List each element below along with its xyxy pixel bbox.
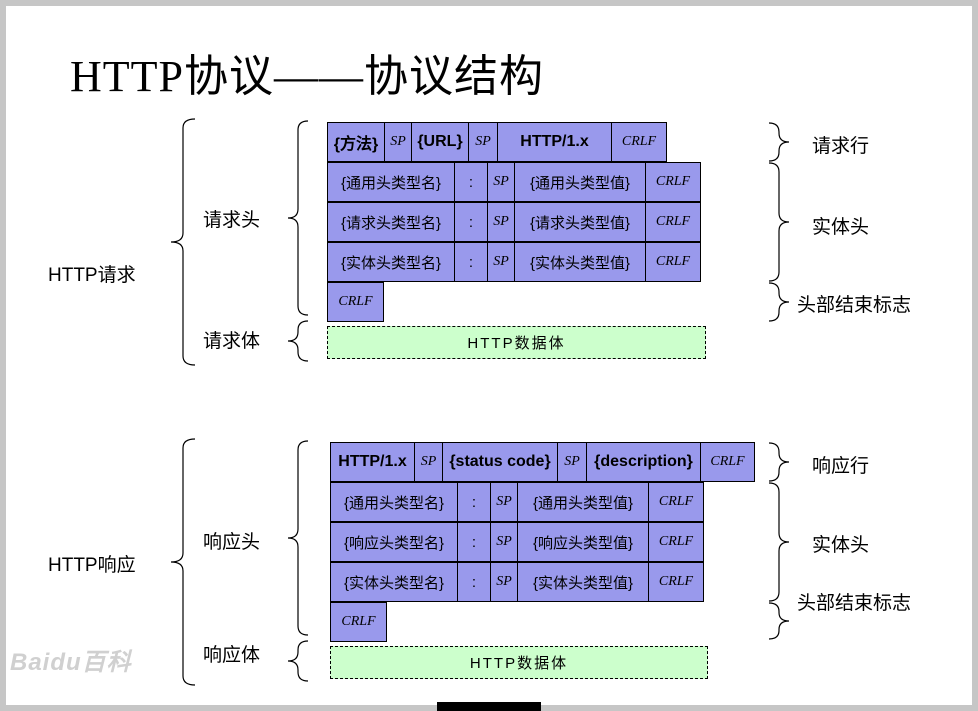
sp-cell: SP	[384, 122, 412, 162]
http-version-cell: HTTP/1.x	[497, 122, 612, 162]
colon-cell: :	[457, 522, 491, 562]
response-status-line-row: HTTP/1.x SP {status code} SP {descriptio…	[330, 442, 755, 482]
header-name-cell: {响应头类型名}	[330, 522, 458, 562]
sp-cell: SP	[468, 122, 498, 162]
header-value-cell: {请求头类型值}	[514, 202, 646, 242]
header-name-cell: {实体头类型名}	[330, 562, 458, 602]
colon-cell: :	[454, 162, 488, 202]
bottom-bar	[437, 702, 541, 711]
label-request-header-end: 头部结束标志	[797, 295, 912, 316]
label-response-header: 响应头	[203, 532, 261, 553]
brace-path	[287, 120, 309, 316]
crlf-cell: CRLF	[330, 602, 387, 642]
response-header-end-row: CRLF	[330, 602, 387, 642]
request-header-end-brace-icon	[768, 282, 790, 322]
header-name-cell: {通用头类型名}	[330, 482, 458, 522]
label-response-entity-header: 实体头	[812, 535, 870, 556]
brace-path	[768, 442, 790, 482]
crlf-cell: CRLF	[648, 562, 704, 602]
label-http-response: HTTP响应	[48, 555, 136, 576]
header-value-cell: {实体头类型值}	[517, 562, 649, 602]
url-cell: {URL}	[411, 122, 469, 162]
brace-path	[768, 282, 790, 322]
header-name-cell: {请求头类型名}	[327, 202, 455, 242]
brace-path	[768, 162, 790, 282]
sp-cell: SP	[414, 442, 443, 482]
sp-cell: SP	[487, 202, 515, 242]
response-entity-header-row: {实体头类型名} : SP {实体头类型值} CRLF	[330, 562, 704, 602]
label-request-header: 请求头	[203, 210, 261, 231]
header-value-cell: {响应头类型值}	[517, 522, 649, 562]
brace-path	[170, 118, 196, 366]
method-cell: {方法}	[327, 122, 385, 162]
label-http-request: HTTP请求	[48, 265, 136, 286]
colon-cell: :	[457, 482, 491, 522]
response-entity-brace-icon	[768, 482, 790, 602]
crlf-cell: CRLF	[700, 442, 755, 482]
request-entity-header-row: {实体头类型名} : SP {实体头类型值} CRLF	[327, 242, 701, 282]
brace-path	[768, 602, 790, 640]
status-code-cell: {status code}	[442, 442, 558, 482]
sp-cell: SP	[490, 562, 518, 602]
crlf-cell: CRLF	[648, 482, 704, 522]
brace-path	[170, 438, 196, 686]
header-name-cell: {实体头类型名}	[327, 242, 455, 282]
response-body-brace-icon	[287, 640, 309, 682]
page-title: HTTP协议——协议结构	[70, 52, 544, 101]
response-header-end-brace-icon	[768, 602, 790, 640]
brace-path	[768, 482, 790, 602]
request-group-brace-icon	[170, 118, 196, 366]
request-header-brace-icon	[287, 120, 309, 316]
brace-path	[287, 440, 309, 636]
header-value-cell: {实体头类型值}	[514, 242, 646, 282]
brace-path	[287, 640, 309, 682]
description-cell: {description}	[586, 442, 701, 482]
sp-cell: SP	[487, 162, 515, 202]
colon-cell: :	[454, 242, 488, 282]
crlf-cell: CRLF	[648, 522, 704, 562]
brace-path	[768, 122, 790, 162]
header-value-cell: {通用头类型值}	[514, 162, 646, 202]
brace-path	[287, 320, 309, 362]
response-data-body: HTTP数据体	[330, 646, 708, 679]
label-response-header-end: 头部结束标志	[797, 593, 912, 614]
label-request-entity-header: 实体头	[812, 217, 870, 238]
sp-cell: SP	[490, 482, 518, 522]
response-general-header-row: {通用头类型名} : SP {通用头类型值} CRLF	[330, 482, 704, 522]
label-request-line: 请求行	[812, 136, 870, 157]
request-header-end-row: CRLF	[327, 282, 384, 322]
request-data-body: HTTP数据体	[327, 326, 706, 359]
request-entity-brace-icon	[768, 162, 790, 282]
response-line-brace-icon	[768, 442, 790, 482]
sp-cell: SP	[490, 522, 518, 562]
response-group-brace-icon	[170, 438, 196, 686]
crlf-cell: CRLF	[645, 162, 701, 202]
sp-cell: SP	[557, 442, 587, 482]
response-response-header-row: {响应头类型名} : SP {响应头类型值} CRLF	[330, 522, 704, 562]
crlf-cell: CRLF	[327, 282, 384, 322]
watermark: Baidu百科	[10, 649, 132, 676]
sp-cell: SP	[487, 242, 515, 282]
request-general-header-row: {通用头类型名} : SP {通用头类型值} CRLF	[327, 162, 701, 202]
response-header-brace-icon	[287, 440, 309, 636]
request-body-brace-icon	[287, 320, 309, 362]
header-value-cell: {通用头类型值}	[517, 482, 649, 522]
crlf-cell: CRLF	[645, 242, 701, 282]
request-request-header-row: {请求头类型名} : SP {请求头类型值} CRLF	[327, 202, 701, 242]
colon-cell: :	[457, 562, 491, 602]
request-line-brace-icon	[768, 122, 790, 162]
crlf-cell: CRLF	[611, 122, 667, 162]
label-request-body: 请求体	[203, 331, 261, 352]
http-version-cell: HTTP/1.x	[330, 442, 415, 482]
request-line-row: {方法} SP {URL} SP HTTP/1.x CRLF	[327, 122, 667, 162]
label-response-line: 响应行	[812, 456, 870, 477]
label-response-body: 响应体	[203, 645, 261, 666]
crlf-cell: CRLF	[645, 202, 701, 242]
header-name-cell: {通用头类型名}	[327, 162, 455, 202]
colon-cell: :	[454, 202, 488, 242]
